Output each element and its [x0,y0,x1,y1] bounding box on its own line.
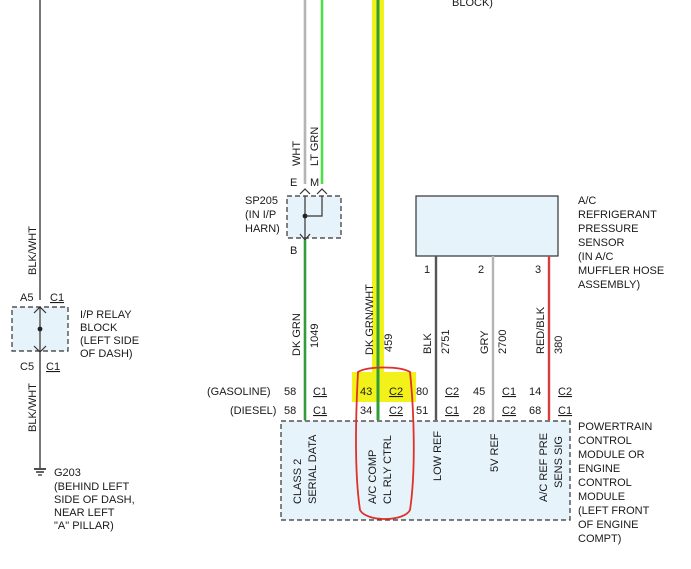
variant-diesel: (DIESEL) [230,405,276,417]
pcm-func-5b: SENS SIG [553,436,565,488]
relay-name-4: OF DASH) [80,348,133,360]
wire-label-ltgrn: LT GRN [309,127,321,166]
splice-node [302,213,308,219]
wire-circuit-2700: 2700 [497,330,509,354]
pcm-line-2: CONTROL [578,435,632,447]
pcm-pin-diesel-4: 28 [473,405,485,417]
pcm-line-7: (LEFT FRONT [578,505,650,517]
wire-circuit-2751: 2751 [440,330,452,354]
ground-name: G203 [54,467,81,479]
splice-connector-m-icon [316,188,328,195]
sensor-line-3: PRESSURE [578,223,639,235]
pcm-pin-diesel-1: 58 [284,405,296,417]
relay-name-2: BLOCK [80,322,118,334]
wire-circuit-459: 459 [383,334,395,352]
ground-line-2: SIDE OF DASH, [54,494,135,506]
pcm-pin-diesel-2: 34 [360,405,372,417]
pcm-conn-gasoline-3: C2 [445,386,459,398]
pcm-pin-gasoline-4: 45 [473,386,485,398]
pcm-box [280,420,571,521]
ac-sensor-box [415,195,559,257]
sensor-pin-2: 2 [478,264,484,276]
relay-connector-top-icon [33,306,47,314]
ground-icon [34,468,46,476]
pin-a5: A5 [20,292,33,304]
wire-label-wht: WHT [291,141,303,166]
sensor-pin-1: 1 [424,264,430,276]
pcm-conn-gasoline-5: C2 [558,386,572,398]
splice-location-2: HARN) [245,223,280,235]
pcm-func-1a: CLASS 2 [292,459,304,504]
highlight-pin-band [352,372,416,402]
splice-internal-m [305,196,323,217]
wire-label-blkwht-bottom: BLK/WHT [27,383,39,432]
pcm-line-3: MODULE OR [578,449,645,461]
pcm-func-1b: SERIAL DATA [307,434,319,504]
pcm-func-2a: A/C COMP [367,450,379,504]
sensor-line-6: MUFFLER HOSE [578,265,664,277]
wire-label-dkgrnwht: DK GRN/WHT [364,284,376,355]
pcm-pin-gasoline-1: 58 [284,386,296,398]
variant-gasoline: (GASOLINE) [207,386,271,398]
ground-line-3: NEAR LEFT [54,507,115,519]
pcm-func-2b: CL RLY CTRL [382,435,394,504]
red-circle-annotation [355,366,415,520]
pcm-conn-diesel-1: C1 [313,405,327,417]
wire-label-gry: GRY [479,330,491,354]
pcm-conn-diesel-5: C1 [558,405,572,417]
pcm-conn-diesel-2: C2 [389,405,403,417]
splice-connector-e-icon [299,188,311,195]
pcm-func-4: 5V REF [489,433,501,472]
pcm-line-1: POWERTRAIN [578,421,652,433]
splice-name: SP205 [245,195,278,207]
wire-circuit-380: 380 [553,336,565,354]
pcm-pin-gasoline-5: 14 [529,386,541,398]
sensor-line-1: A/C [578,195,596,207]
splice-pin-e: E [290,177,297,189]
pcm-conn-diesel-3: C1 [445,405,459,417]
wire-label-dkgrn: DK GRN [291,313,303,356]
relay-name-1: I/P RELAY [80,309,132,321]
sensor-pin-3: 3 [535,264,541,276]
pin-c5: C5 [20,361,34,373]
pcm-pin-diesel-5: 68 [529,405,541,417]
pcm-pin-gasoline-2: 43 [360,386,372,398]
pcm-conn-diesel-4: C2 [502,405,516,417]
pcm-line-9: COMPT) [578,533,621,545]
splice-location-1: (IN I/P [245,209,276,221]
pcm-func-5a: A/C REF PRE [538,433,550,502]
pcm-line-6: MODULE [578,491,625,503]
splice-pin-m: M [310,177,319,189]
relay-node [37,326,43,332]
relay-name-3: (LEFT SIDE [80,335,139,347]
pin-c1-bottom: C1 [46,361,60,373]
sensor-line-7: ASSEMBLY) [578,279,640,291]
top-block-label: BLOCK) [452,0,493,9]
ground-line-4: "A" PILLAR) [54,520,114,532]
wire-label-redblk: RED/BLK [535,306,547,354]
pcm-line-8: OF ENGINE [578,519,639,531]
ground-line-1: (BEHIND LEFT [54,481,129,493]
pcm-conn-gasoline-4: C1 [502,386,516,398]
wire-label-blkwht-top: BLK/WHT [27,226,39,275]
pcm-conn-gasoline-1: C1 [313,386,327,398]
splice-pin-b: B [290,245,297,257]
pcm-pin-gasoline-3: 80 [416,386,428,398]
pcm-line-5: CONTROL [578,477,632,489]
wire-circuit-1049: 1049 [309,324,321,348]
pin-c1-top: C1 [50,292,64,304]
pcm-pin-diesel-3: 51 [416,405,428,417]
sensor-line-2: REFRIGERANT [578,209,657,221]
pcm-line-4: ENGINE [578,463,620,475]
sensor-line-4: SENSOR [578,237,625,249]
sensor-line-5: (IN A/C [578,251,614,263]
pcm-conn-gasoline-2: C2 [389,386,403,398]
pcm-func-3: LOW REF [432,431,444,481]
splice-box [286,195,342,239]
wire-label-blk: BLK [422,333,434,354]
